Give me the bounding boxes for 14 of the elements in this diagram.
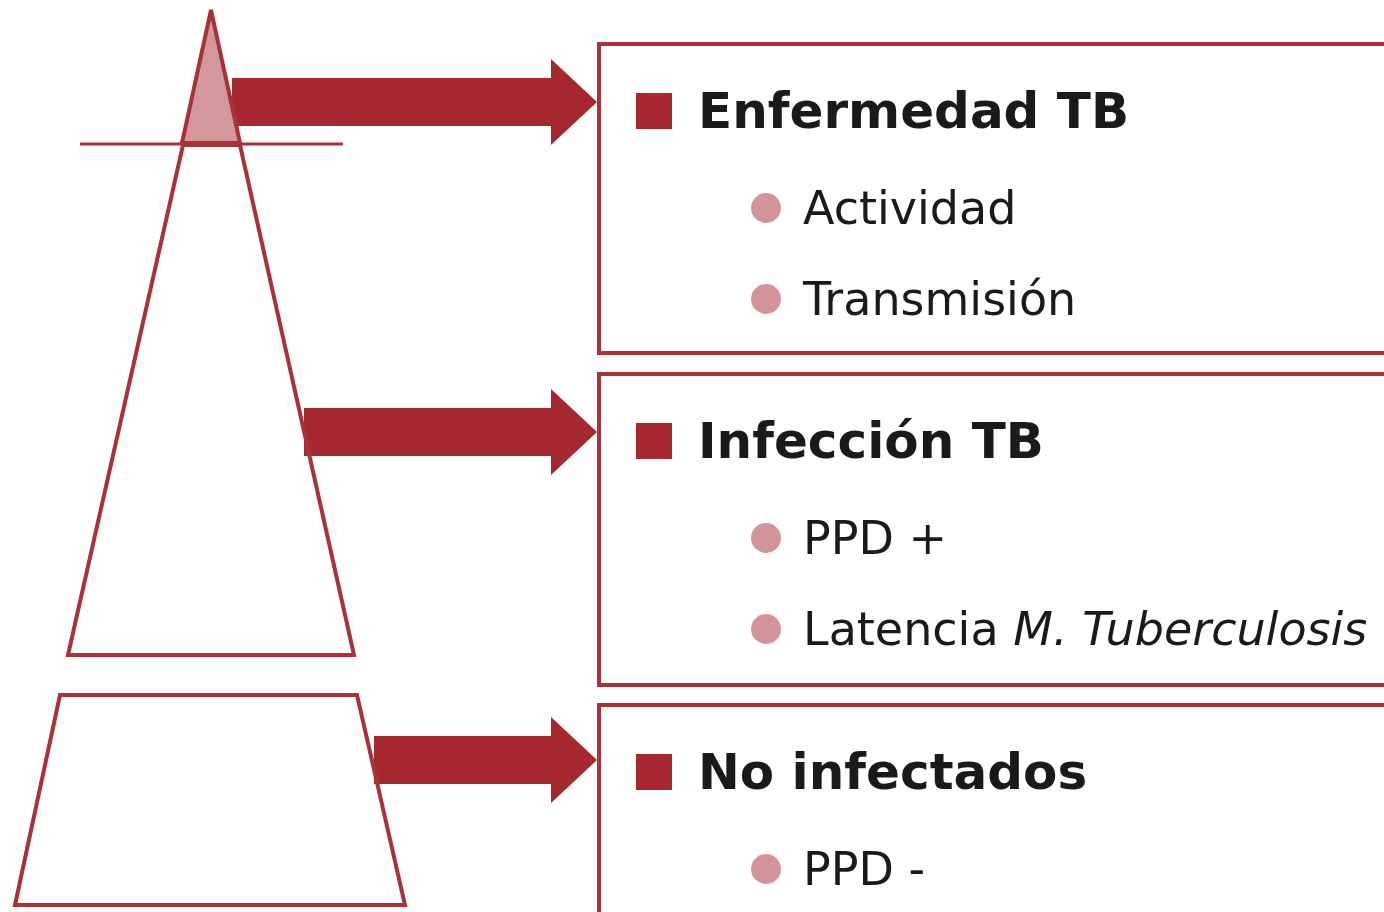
category-box bbox=[597, 42, 1384, 355]
category-heading: No infectados bbox=[698, 743, 1088, 801]
category-box bbox=[597, 703, 1384, 912]
category-heading: Enfermedad TB bbox=[698, 82, 1130, 140]
block-arrow bbox=[232, 59, 597, 145]
block-arrow bbox=[374, 717, 597, 803]
block-arrow bbox=[304, 389, 597, 475]
bullet-item: PPD + bbox=[803, 511, 948, 565]
bullet-item: Actividad bbox=[803, 181, 1017, 235]
bullet-item: Transmisión bbox=[803, 272, 1077, 326]
bullet-item: Latencia M. Tuberculosis bbox=[803, 602, 1368, 656]
category-heading: Infección TB bbox=[698, 412, 1044, 470]
bullet-item: PPD - bbox=[803, 842, 926, 896]
category-box bbox=[597, 372, 1384, 687]
